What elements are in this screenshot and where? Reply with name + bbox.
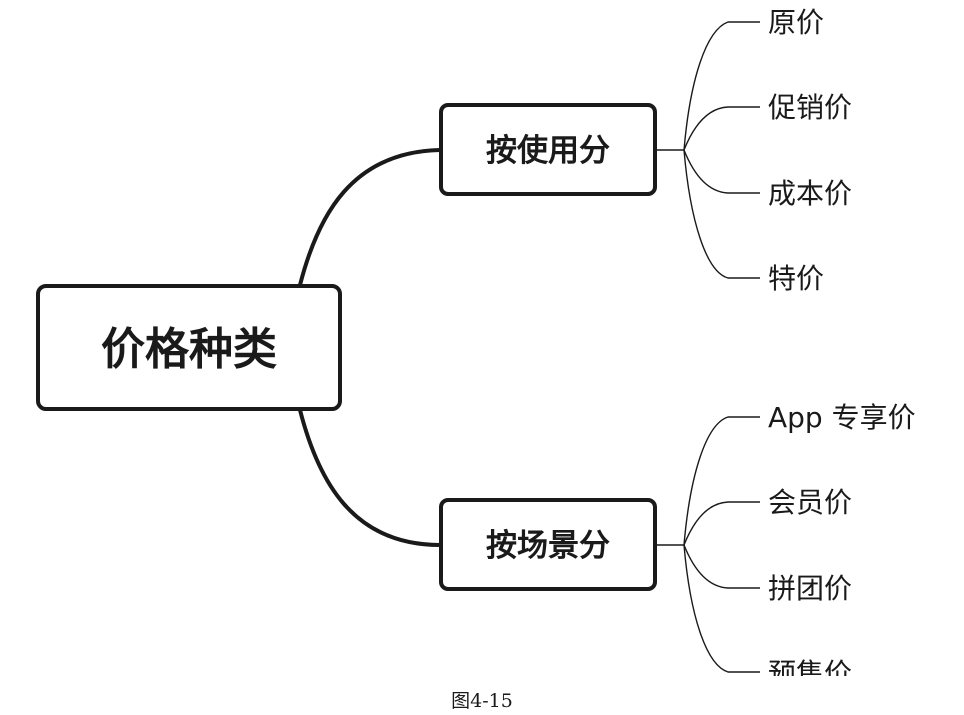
leaf-cost-price: 成本价	[768, 177, 852, 210]
leaf-app-exclusive-price: App 专享价	[768, 401, 916, 434]
twig-usage-3	[683, 149, 760, 194]
figure-caption: 图4-15	[451, 690, 513, 712]
twig-usage-4	[683, 149, 760, 279]
root-connector-upper	[298, 148, 441, 286]
branch-node-usage: 按使用分	[439, 103, 657, 196]
twig-scenario-4	[683, 544, 760, 673]
twig-scenario-2	[683, 501, 760, 546]
root-node: 价格种类	[36, 284, 342, 411]
twig-scenario-1	[655, 416, 760, 546]
twig-usage-2	[683, 106, 760, 151]
branch-node-scenario-label: 按场景分	[486, 528, 610, 564]
branch-node-usage-label: 按使用分	[486, 133, 610, 169]
leaf-presale-price: 预售价	[768, 657, 852, 690]
twig-scenario-3	[683, 544, 760, 589]
usage-twigs	[655, 21, 760, 279]
leaf-promo-price: 促销价	[768, 91, 852, 124]
root-connector-lower	[298, 409, 441, 547]
leaf-group-buy-price: 拼团价	[768, 572, 852, 605]
branch-node-scenario: 按场景分	[439, 498, 657, 591]
leaf-member-price: 会员价	[768, 486, 852, 519]
twig-usage-1	[655, 21, 760, 151]
root-node-label: 价格种类	[101, 324, 277, 375]
leaf-special-price: 特价	[768, 262, 824, 295]
scenario-twigs	[655, 416, 760, 673]
root-node-box	[36, 284, 342, 411]
leaf-original-price: 原价	[768, 6, 824, 39]
